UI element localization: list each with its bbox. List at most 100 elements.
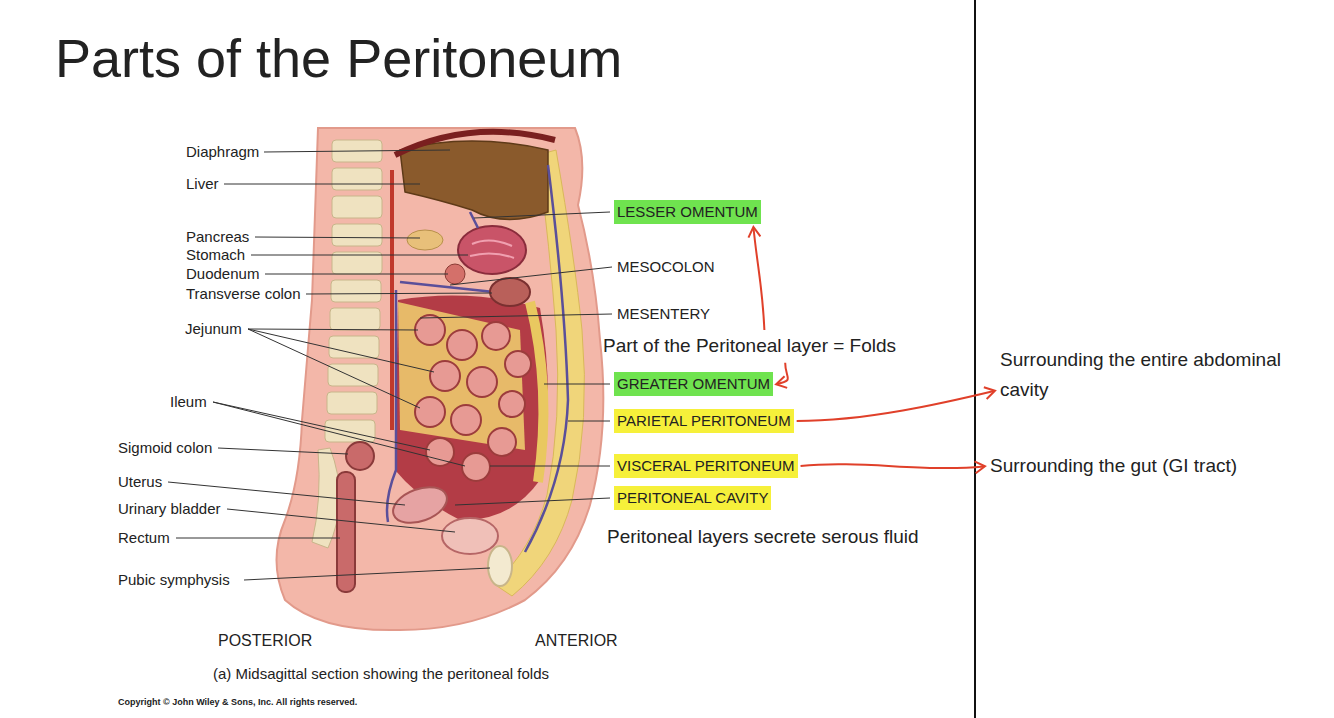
lesser-omentum xyxy=(470,212,478,228)
stomach-rugae xyxy=(470,240,514,258)
highlighted-label: LESSER OMENTUM xyxy=(614,200,761,224)
parietal-peritoneum xyxy=(525,165,568,552)
intestine-loop xyxy=(488,428,516,456)
body-silhouette xyxy=(277,128,604,630)
leader-line xyxy=(248,329,418,330)
leader-line xyxy=(264,150,450,152)
intestine-loop xyxy=(462,453,490,481)
organ-label: Rectum xyxy=(118,529,170,547)
transverse-colon xyxy=(490,278,530,306)
organ-label: Sigmoid colon xyxy=(118,439,212,457)
leader-line xyxy=(224,184,420,185)
leader-line xyxy=(227,509,455,532)
arrow-connector xyxy=(801,464,984,468)
leader-line xyxy=(248,329,420,408)
leader-line xyxy=(251,255,468,256)
small-intestine-loops xyxy=(415,315,531,481)
leader-lines xyxy=(168,150,612,580)
liver xyxy=(400,141,548,220)
diaphragm xyxy=(395,132,555,155)
peritoneum-label: MESOCOLON xyxy=(617,258,715,276)
vertebra xyxy=(329,336,379,358)
arrow-connector xyxy=(754,228,765,330)
pubic-symphysis xyxy=(488,546,512,586)
node-text: PERITONEAL CAVITY xyxy=(617,489,768,507)
node-text: PARIETAL PERITONEUM xyxy=(617,412,791,430)
leader-line xyxy=(255,237,420,238)
leader-line xyxy=(568,421,610,422)
leader-line xyxy=(474,212,610,218)
node-text: LESSER OMENTUM xyxy=(617,203,758,221)
uterus xyxy=(388,480,452,529)
pancreas xyxy=(407,230,443,250)
organ-label: Duodenum xyxy=(186,265,259,283)
leader-line xyxy=(490,466,610,467)
intestine-loop xyxy=(447,330,477,360)
peritoneal-cavity xyxy=(395,296,548,521)
vertebra xyxy=(330,308,380,330)
organ-label: Pancreas xyxy=(186,228,249,246)
node-text: VISCERAL PERITONEUM xyxy=(617,457,795,475)
organ-label: Diaphragm xyxy=(186,143,259,161)
organ-label: Pubic symphysis xyxy=(118,571,230,589)
vertebra xyxy=(332,196,382,218)
intestine-loop xyxy=(415,315,445,345)
note-text-box: Surrounding the gut (GI tract) xyxy=(988,453,1239,480)
vertebra xyxy=(325,420,375,442)
leader-line xyxy=(244,568,490,580)
leader-line xyxy=(248,329,434,372)
vertebra xyxy=(327,392,377,414)
organ-label: Ileum xyxy=(170,393,207,411)
leader-line xyxy=(544,384,610,385)
intestine-loop xyxy=(482,322,510,350)
rectum xyxy=(337,472,355,592)
intestine-loop xyxy=(505,351,531,377)
leader-line xyxy=(265,274,448,275)
note-text: Peritoneal layers secrete serous fluid xyxy=(607,526,919,549)
slide-title: Parts of the Peritoneum xyxy=(55,26,622,91)
vertebra xyxy=(331,280,381,302)
intestine-loop xyxy=(467,367,497,397)
organ-label: Liver xyxy=(186,175,219,193)
intestine-loop xyxy=(415,397,445,427)
intestine-loop xyxy=(451,405,481,435)
arrow-connector xyxy=(797,391,994,421)
leader-line xyxy=(306,293,492,294)
highlighted-label: GREATER OMENTUM xyxy=(614,372,773,396)
highlighted-label: PARIETAL PERITONEUM xyxy=(614,409,794,433)
sigmoid-colon xyxy=(346,442,374,470)
organ-label: Stomach xyxy=(186,246,245,264)
leader-line xyxy=(420,314,612,318)
node-text: GREATER OMENTUM xyxy=(617,375,770,393)
intestine-loop xyxy=(430,361,460,391)
node-text: Surrounding the entire abdominal cavity xyxy=(1000,345,1296,405)
highlighted-label: PERITONEAL CAVITY xyxy=(614,486,771,510)
vertebra xyxy=(332,168,382,190)
leader-line xyxy=(450,267,612,285)
organ-label: Urinary bladder xyxy=(118,500,221,518)
organ-label: Uterus xyxy=(118,473,162,491)
leader-line xyxy=(213,402,430,450)
greater-omentum xyxy=(530,302,543,482)
aorta xyxy=(390,170,394,430)
mesocolon xyxy=(400,282,494,292)
note-text-box: Surrounding the entire abdominal cavity xyxy=(998,343,1298,407)
peritoneum-label: MESENTERY xyxy=(617,305,710,323)
organ-label: Jejunum xyxy=(185,320,242,338)
divider-line xyxy=(974,0,976,718)
organ-label: Transverse colon xyxy=(186,285,301,303)
leader-line xyxy=(455,498,610,505)
node-text: Part of the Peritoneal layer = Folds xyxy=(603,335,896,358)
leader-line xyxy=(218,448,348,454)
stomach xyxy=(458,226,526,274)
highlighted-label: VISCERAL PERITONEUM xyxy=(614,454,798,478)
leader-line xyxy=(176,538,340,539)
orientation-label: ANTERIOR xyxy=(535,631,618,650)
vertebra xyxy=(332,224,382,246)
orientation-label: POSTERIOR xyxy=(218,631,312,650)
node-text: Surrounding the gut (GI tract) xyxy=(990,455,1237,478)
arrow-connector xyxy=(777,363,788,384)
urinary-bladder xyxy=(442,518,498,554)
copyright-notice: Copyright © John Wiley & Sons, Inc. All … xyxy=(118,697,357,708)
